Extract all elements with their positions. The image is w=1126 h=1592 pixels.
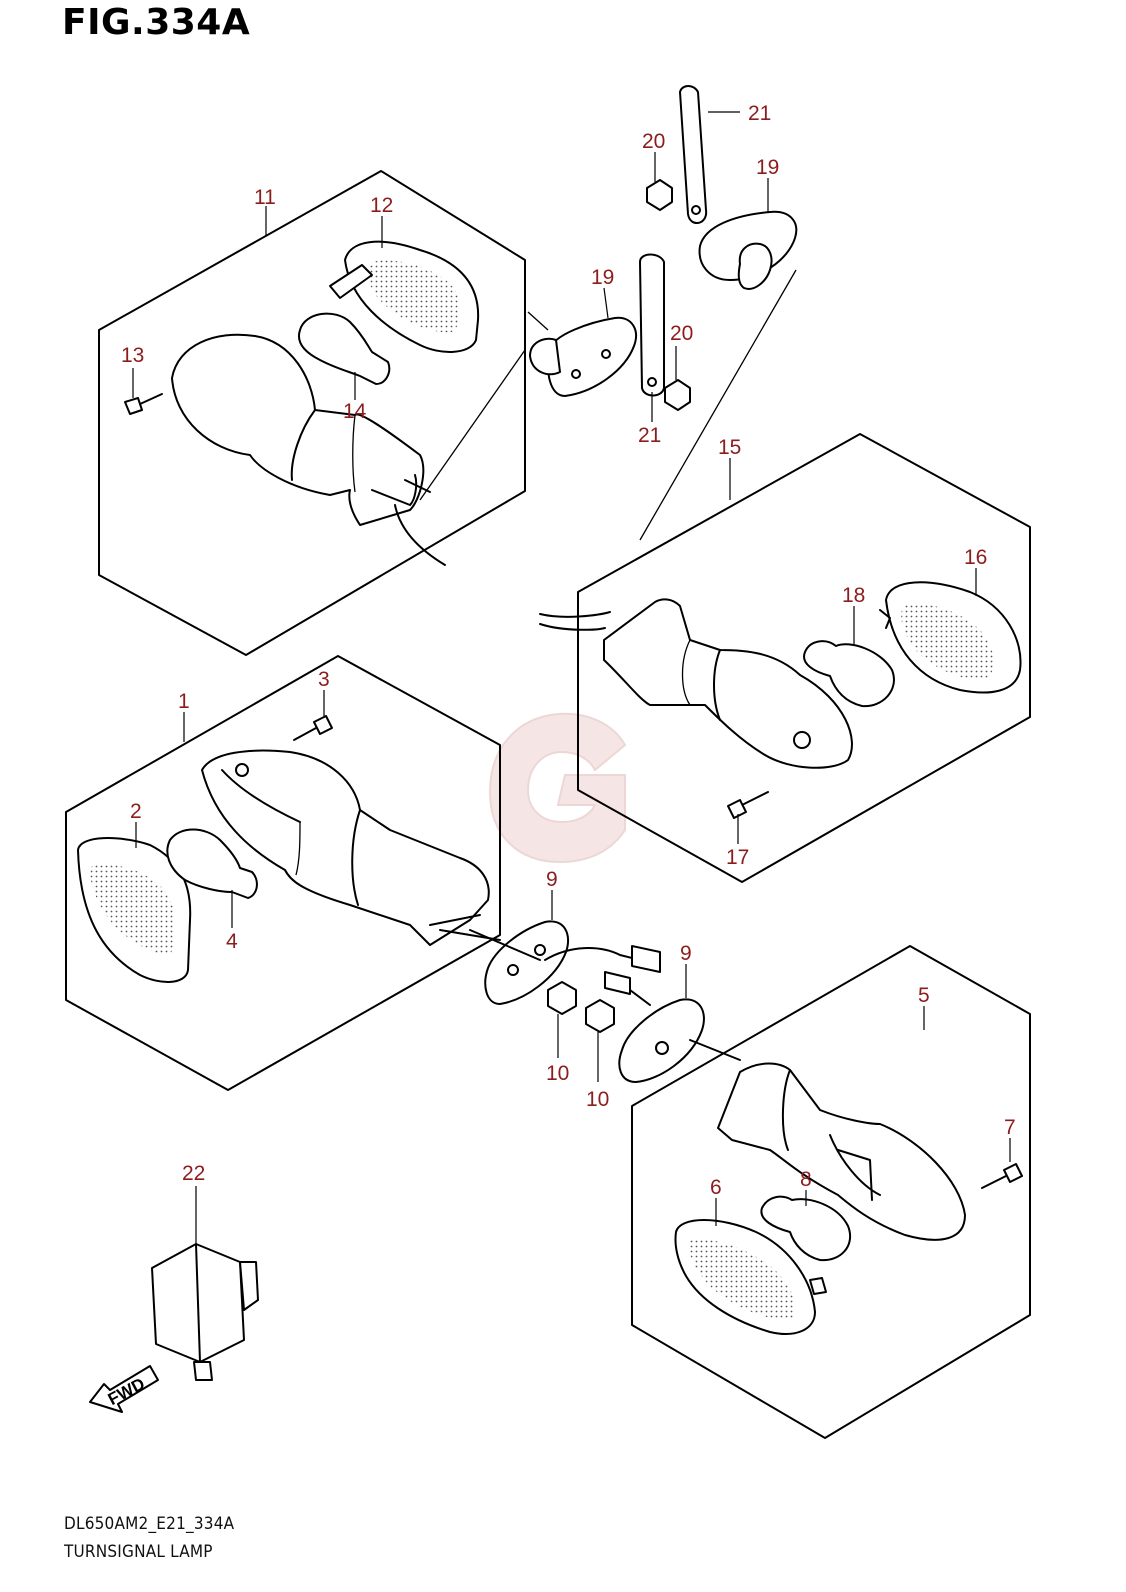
callout-22: 22 [182, 1162, 205, 1185]
part-10-nut-right [585, 999, 615, 1033]
part-4-bulb [166, 828, 258, 899]
part-21-bracket-lower [639, 253, 665, 397]
part-9-gasket-right [618, 998, 705, 1083]
part-7-screw [981, 1163, 1023, 1189]
part-2-lens [77, 837, 192, 983]
callout-8: 8 [800, 1168, 812, 1191]
part-19-grommet-top [698, 210, 798, 290]
watermark-logo [488, 712, 627, 864]
part-15-housing [539, 598, 853, 769]
callout-20: 20 [670, 322, 693, 345]
part-13-screw [124, 393, 163, 415]
part-3-screw [293, 715, 333, 741]
part-21-bracket-top [679, 85, 708, 224]
part-5-housing [717, 1062, 966, 1241]
callout-15: 15 [718, 436, 741, 459]
callout-numbers: 11 12 13 14 19 19 20 20 21 21 15 16 17 1… [121, 102, 1016, 1199]
callout-leaders [132, 111, 1011, 1246]
mount-hardware-middle [469, 920, 741, 1083]
callout-12: 12 [370, 194, 393, 217]
part-20-nut-top [646, 179, 673, 211]
part-1-housing [201, 749, 501, 946]
figure-name: TURNSIGNAL LAMP [64, 1542, 213, 1562]
figure-title: FIG.334A [62, 2, 251, 43]
part-17-screw [727, 791, 769, 819]
callout-19: 19 [756, 156, 779, 179]
assembly-1-turnsignal-lamp [65, 655, 501, 1091]
figure-code: DL650AM2_E21_334A [64, 1514, 235, 1534]
assembly-1-frame [65, 655, 501, 1091]
callout-17: 17 [726, 846, 749, 869]
assembly-5-frame [631, 945, 1031, 1439]
fwd-arrow: FWD [89, 1365, 159, 1413]
part-10-nut-left [547, 981, 577, 1015]
callout-9: 9 [546, 868, 558, 891]
assembly-15-frame [577, 433, 1031, 883]
callout-14: 14 [343, 400, 367, 423]
callout-13: 13 [121, 344, 144, 367]
assembly-5-turnsignal-lamp [631, 945, 1031, 1439]
callout-21: 21 [638, 424, 661, 447]
part-8-bulb [760, 1195, 851, 1262]
part-20-nut-lower [664, 379, 691, 411]
callout-7: 7 [1004, 1116, 1016, 1139]
callout-4: 4 [226, 930, 238, 953]
assembly-11-frame [98, 170, 526, 656]
part-18-bulb [803, 640, 895, 708]
callout-20: 20 [642, 130, 665, 153]
callout-21: 21 [748, 102, 771, 125]
part-19-grommet-lower [529, 316, 637, 397]
part-11-housing [171, 333, 446, 566]
assembly-11-turnsignal-lamp [98, 170, 526, 656]
part-16-lens [879, 581, 1022, 694]
assembly-15-turnsignal-lamp [539, 433, 1031, 883]
callout-16: 16 [964, 546, 987, 569]
part-22-relay [151, 1243, 259, 1381]
callout-18: 18 [842, 584, 865, 607]
part-9-gasket-left [484, 920, 570, 1005]
part-6-lens [674, 1219, 827, 1335]
callout-6: 6 [710, 1176, 722, 1199]
callout-10: 10 [546, 1062, 569, 1085]
part-12-lens [329, 240, 480, 353]
callout-11: 11 [254, 186, 276, 209]
mount-hardware-upper [527, 85, 798, 541]
callout-1: 1 [178, 690, 190, 713]
part-14-bulb [298, 312, 391, 385]
callout-3: 3 [318, 668, 330, 691]
callout-9: 9 [680, 942, 692, 965]
callout-2: 2 [130, 800, 142, 823]
callout-19: 19 [591, 266, 614, 289]
callout-10: 10 [586, 1088, 609, 1111]
callout-5: 5 [918, 984, 930, 1007]
